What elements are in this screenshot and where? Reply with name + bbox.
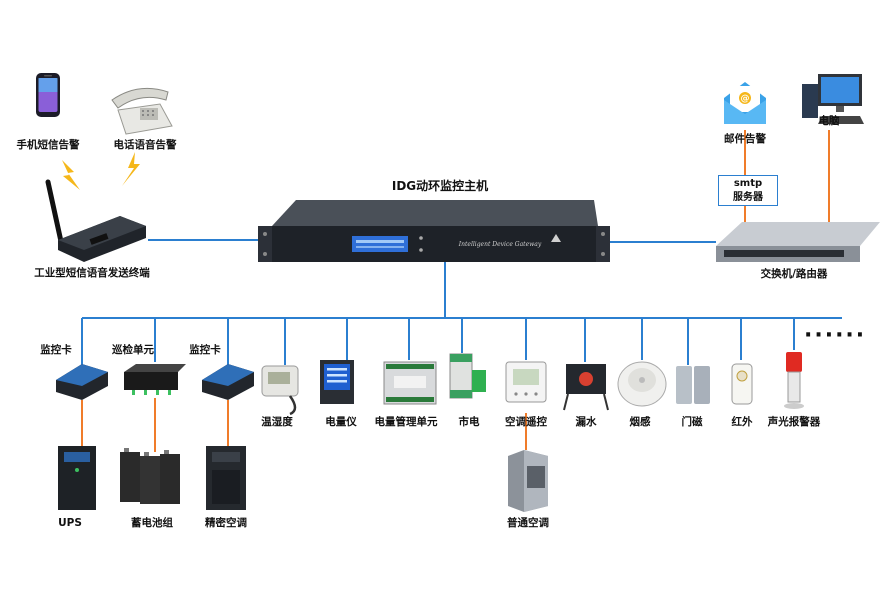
orange-lines	[81, 130, 830, 452]
svg-text:@: @	[741, 94, 750, 104]
monitor-card-1-device	[56, 364, 108, 400]
ac-remote-device	[505, 361, 547, 403]
infrared-sensor-device	[731, 363, 753, 405]
normal-ac-label: 普通空调	[507, 517, 549, 529]
sms-terminal-device	[45, 179, 146, 262]
ups-device	[58, 446, 96, 510]
pc-label: 电脑	[818, 115, 840, 127]
idg-host-device: Intelligent Device Gateway	[258, 200, 610, 262]
telephone-icon	[111, 87, 173, 135]
power-management-unit-device	[383, 361, 437, 405]
mail-icon: @	[724, 82, 766, 124]
computer-icon	[802, 74, 864, 124]
power-meter-device	[320, 360, 354, 404]
row-label-water-leak: 漏水	[575, 416, 597, 428]
mains-power-device	[449, 353, 486, 399]
temp-humidity-device	[261, 365, 299, 416]
lightning-icon	[122, 152, 140, 186]
inspection-unit-device	[124, 364, 186, 395]
smtp-line2: 服务器	[733, 192, 763, 203]
row-label-inspection-unit: 巡检单元	[112, 344, 154, 356]
host-front-text: Intelligent Device Gateway	[458, 241, 542, 248]
smtp-server-box: smtp 服务器	[718, 175, 778, 206]
blue-network-lines	[81, 239, 842, 365]
ups-label: UPS	[58, 517, 82, 529]
row-label-door-contact: 门磁	[681, 416, 703, 428]
switch-router-device	[716, 222, 880, 262]
precision-ac-label: 精密空调	[205, 517, 247, 529]
smoke-detector-device	[617, 361, 667, 407]
mail-alarm-label: 邮件告警	[724, 133, 766, 145]
voice-alarm-label: 电话语音告警	[113, 139, 177, 151]
row-label-temp-humidity: 温湿度	[261, 416, 293, 428]
switch-router-label: 交换机/路由器	[760, 268, 828, 280]
smartphone-icon	[36, 73, 60, 117]
more-devices-ellipsis: ······	[804, 323, 867, 348]
row-label-smoke: 烟感	[629, 416, 651, 428]
monitor-card-2-device	[202, 364, 254, 400]
water-leak-device	[563, 364, 609, 411]
door-contact-device	[676, 366, 710, 404]
battery-bank-label: 蓄电池组	[131, 517, 173, 529]
row-label-infrared: 红外	[731, 416, 753, 428]
precision-ac-device	[206, 446, 246, 510]
phone-sms-alarm-label: 手机短信告警	[16, 139, 80, 151]
lightning-icon	[62, 160, 80, 190]
row-label-alarm-light: 声光报警器	[767, 416, 821, 428]
row-label-power-management-unit: 电量管理单元	[374, 416, 438, 428]
sms-terminal-label: 工业型短信语音发送终端	[34, 267, 150, 279]
alarm-light-device	[784, 352, 804, 409]
smtp-line1: smtp	[733, 178, 763, 189]
row-label-ac-remote: 空调遥控	[505, 416, 547, 428]
row-label-power-meter: 电量仪	[325, 416, 357, 428]
battery-bank-device	[120, 448, 180, 504]
row-label-monitor-card-2: 监控卡	[189, 344, 221, 356]
row-label-mains-power: 市电	[458, 416, 480, 428]
normal-ac-device	[508, 450, 548, 512]
row-label-monitor-card-1: 监控卡	[40, 344, 72, 356]
host-title: IDG动环监控主机	[391, 179, 489, 193]
